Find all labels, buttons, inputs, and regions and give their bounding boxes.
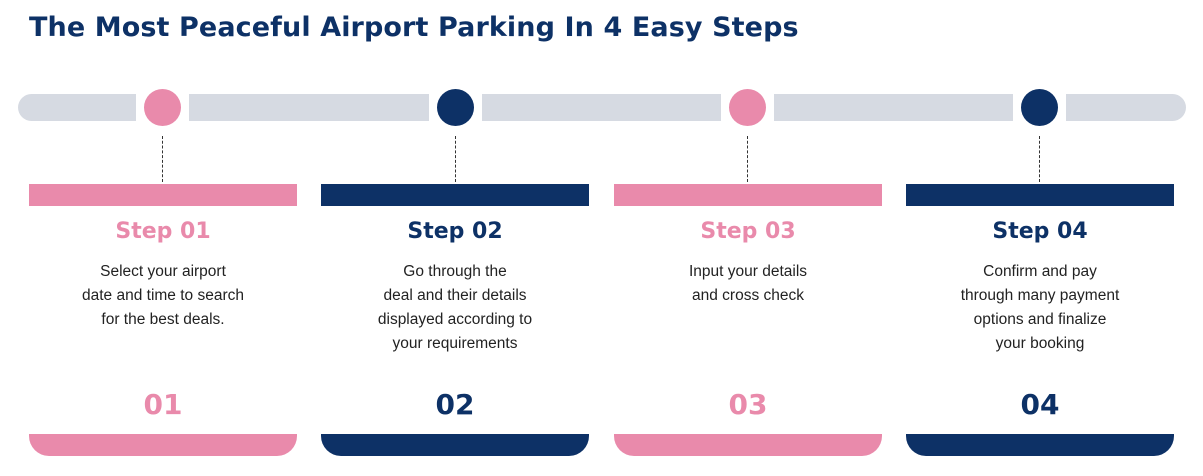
step-4-desc-line: your booking	[995, 335, 1085, 352]
step-3-desc-line: Input your details	[688, 263, 808, 280]
step-1-desc-line: for the best deals.	[101, 311, 225, 328]
step-3-description: Input your details and cross check	[614, 260, 882, 308]
connector-line-2	[455, 136, 456, 182]
step-4-desc-line: through many payment	[960, 287, 1120, 304]
step-2-desc-line: displayed according to	[377, 311, 533, 328]
timeline-node-2	[429, 84, 482, 131]
timeline-node-4	[1013, 84, 1066, 131]
connector-line-3	[747, 136, 748, 182]
step-2-desc-line: deal and their details	[383, 287, 527, 304]
step-3-desc-line: and cross check	[692, 287, 804, 304]
step-4-desc-line: options and finalize	[973, 311, 1107, 328]
connector-line-1	[162, 136, 163, 182]
step-1-desc-line: Select your airport	[100, 263, 226, 280]
step-4-description: Confirm and pay through many payment opt…	[906, 260, 1174, 356]
step-2-number: 02	[435, 388, 475, 421]
step-1-top-bar	[29, 184, 297, 206]
step-2-title: Step 02	[407, 219, 503, 244]
step-2-desc-line: Go through the	[403, 263, 507, 280]
timeline-node-1	[136, 84, 189, 131]
timeline-node-3	[721, 84, 774, 131]
timeline-dot-3	[729, 89, 766, 126]
step-4-top-bar	[906, 184, 1174, 206]
step-1-desc-line: date and time to search	[82, 287, 244, 304]
step-1-number: 01	[143, 388, 183, 421]
step-1-bottom-bar	[29, 434, 297, 456]
step-3-bottom-bar	[614, 434, 882, 456]
step-4-title: Step 04	[992, 219, 1088, 244]
timeline-track	[18, 94, 1186, 121]
step-2-desc-line: your requirements	[392, 335, 518, 352]
timeline-dot-1	[144, 89, 181, 126]
step-4-bottom-bar	[906, 434, 1174, 456]
timeline-dot-2	[437, 89, 474, 126]
step-1-description: Select your airport date and time to sea…	[29, 260, 297, 332]
step-3-title: Step 03	[700, 219, 796, 244]
step-3-top-bar	[614, 184, 882, 206]
step-2-bottom-bar	[321, 434, 589, 456]
step-4-number: 04	[1020, 388, 1060, 421]
step-2-description: Go through the deal and their details di…	[321, 260, 589, 356]
page-title: The Most Peaceful Airport Parking In 4 E…	[29, 12, 799, 43]
step-4-desc-line: Confirm and pay	[983, 263, 1097, 280]
step-2-top-bar	[321, 184, 589, 206]
connector-line-4	[1039, 136, 1040, 182]
timeline-dot-4	[1021, 89, 1058, 126]
step-1-title: Step 01	[115, 219, 211, 244]
step-3-number: 03	[728, 388, 768, 421]
